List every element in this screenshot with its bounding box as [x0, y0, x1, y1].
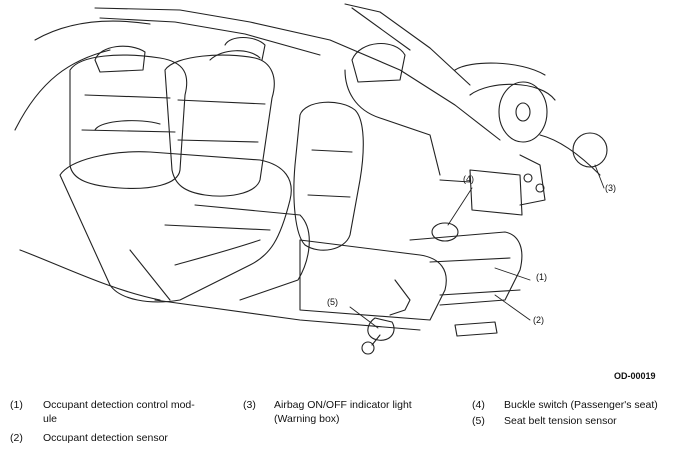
- callout-1: (1): [536, 272, 547, 282]
- indicator-light-shape: [572, 132, 608, 168]
- legend-num: (3): [243, 399, 256, 411]
- front-passenger-seat: [293, 69, 523, 337]
- headrests: [94, 42, 406, 83]
- callout-3: (3): [605, 183, 616, 193]
- legend-text: Airbag ON/OFF indicator light: [274, 399, 412, 411]
- legend-text: (Warning box): [274, 413, 340, 425]
- dashboard: [439, 62, 601, 216]
- vehicle-body-outline: [14, 3, 501, 331]
- callout-2: (2): [533, 315, 544, 325]
- callout-leaders: [349, 164, 605, 329]
- rear-seat: [59, 54, 292, 303]
- legend-num: (1): [10, 399, 23, 411]
- seat-belt: [361, 279, 411, 355]
- callout-4: (4): [463, 174, 474, 184]
- legend-num: (5): [472, 415, 485, 427]
- vehicle-interior-diagram: [14, 3, 608, 355]
- legend-num: (2): [10, 432, 23, 444]
- legend-text: Buckle switch (Passenger's seat): [504, 399, 658, 411]
- legend-text: Occupant detection sensor: [43, 432, 168, 444]
- legend-num: (4): [472, 399, 485, 411]
- legend-text: ule: [43, 413, 58, 425]
- figure-code: OD-00019: [614, 371, 656, 381]
- middle-seat: [164, 36, 310, 301]
- buckle-switch-shape: [431, 222, 459, 242]
- legend-text: Seat belt tension sensor: [504, 415, 617, 427]
- callout-5: (5): [327, 297, 338, 307]
- legend-text: Occupant detection control mod-: [43, 399, 195, 411]
